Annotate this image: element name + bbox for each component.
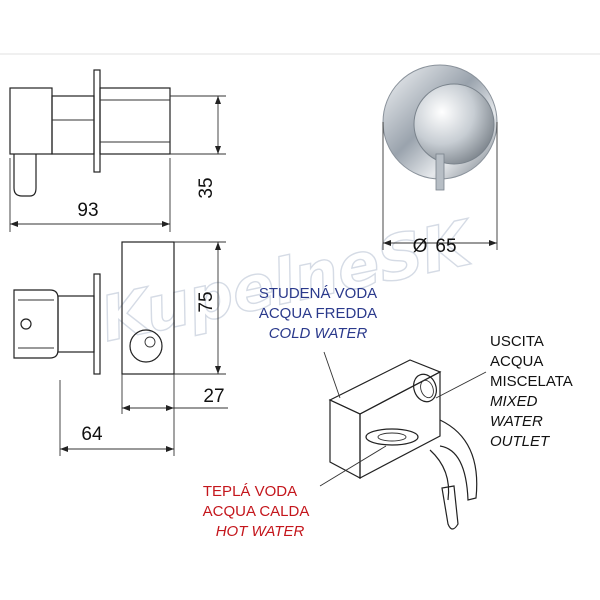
hot-label-sk: TEPLÁ VODA: [203, 483, 297, 500]
outlet-label-1: USCITA: [490, 333, 544, 350]
cold-water-label: STUDENÁ VODA ACQUA FREDDA COLD WATER: [259, 285, 377, 342]
dimension-depth-bottom: 27: [121, 374, 228, 414]
dim-65: 65: [435, 236, 456, 257]
dimension-height-bottom: 75: [174, 241, 226, 375]
front-view-product: [382, 64, 498, 191]
outlet-label-6: OUTLET: [490, 433, 551, 450]
outlet-label: USCITA ACQUA MISCELATA MIXED WATER OUTLE…: [490, 333, 573, 450]
leader-lines: [319, 351, 487, 487]
dim-75: 75: [196, 291, 217, 312]
dimension-height-top: 35: [170, 95, 226, 199]
outlet-label-2: ACQUA: [490, 353, 543, 370]
dim-65-symbol: Ø: [413, 236, 428, 257]
dim-93: 93: [77, 200, 98, 221]
cold-label-en: COLD WATER: [269, 325, 368, 342]
dim-35: 35: [196, 177, 217, 198]
cold-label-it: ACQUA FREDDA: [259, 305, 377, 322]
dim-64: 64: [81, 424, 103, 445]
side-view-top: [9, 69, 171, 197]
cold-label-sk: STUDENÁ VODA: [259, 285, 377, 302]
dimension-width-top: 93: [9, 158, 171, 232]
hot-water-label: TEPLÁ VODA ACQUA CALDA HOT WATER: [203, 483, 310, 540]
isometric-body: [328, 359, 478, 530]
outlet-label-4: MIXED: [490, 393, 538, 410]
hot-label-en: HOT WATER: [216, 523, 305, 540]
dimension-diameter: Ø 65: [382, 122, 498, 257]
dim-27: 27: [203, 386, 224, 407]
outlet-label-3: MISCELATA: [490, 373, 573, 390]
outlet-label-5: WATER: [490, 413, 543, 430]
hot-label-it: ACQUA CALDA: [203, 503, 310, 520]
dimension-width-bottom: 64: [59, 380, 175, 456]
side-view-bottom: [13, 241, 175, 375]
